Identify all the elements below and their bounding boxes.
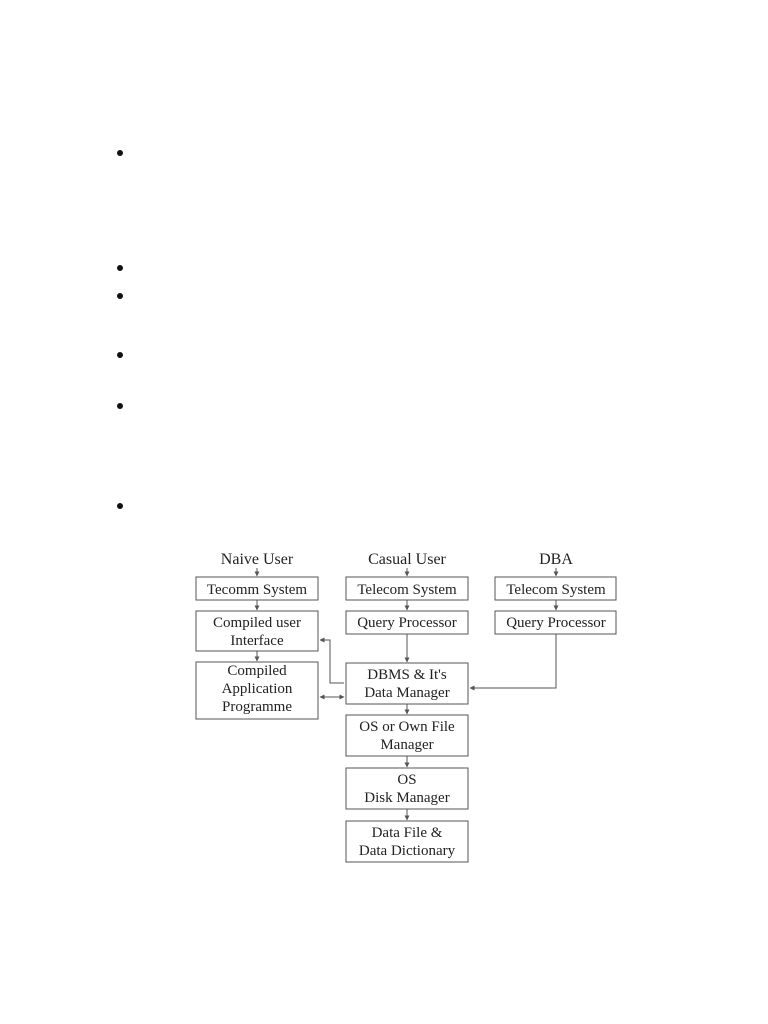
node-query-processor-dba-line-1: Query Processor bbox=[506, 615, 606, 631]
bullet-marker-2 bbox=[117, 265, 123, 271]
edge-query-dba-dbms bbox=[469, 634, 557, 691]
node-tecomm-system: Tecomm System bbox=[195, 576, 319, 601]
node-os-disk-manager-line-2: Disk Manager bbox=[364, 790, 449, 806]
bullet-marker-3 bbox=[117, 293, 123, 299]
node-compiled-user-interface-line-2: Interface bbox=[230, 633, 284, 649]
node-telecom-system-dba: Telecom System bbox=[494, 576, 617, 601]
node-os-disk-manager-line-1: OS bbox=[397, 772, 416, 788]
node-telecom-system-casual-line-1: Telecom System bbox=[357, 582, 457, 598]
header-casual-user: Casual User bbox=[368, 551, 446, 568]
bullet-marker-5 bbox=[117, 403, 123, 409]
node-os-own-file-manager-line-1: OS or Own File bbox=[359, 719, 455, 735]
node-data-file-dictionary: Data File & Data Dictionary bbox=[345, 820, 469, 863]
header-naive-user: Naive User bbox=[221, 551, 294, 568]
node-compiled-user-interface: Compiled user Interface bbox=[195, 610, 319, 652]
bullet-marker-4 bbox=[117, 352, 123, 358]
node-telecom-system-dba-line-1: Telecom System bbox=[506, 582, 606, 598]
edge-dbms-compiled-ui bbox=[319, 637, 344, 684]
bullet-marker-6 bbox=[117, 503, 123, 509]
node-tecomm-system-line-1: Tecomm System bbox=[207, 582, 308, 598]
node-compiled-application-programme-line-2: Application bbox=[222, 681, 293, 697]
node-query-processor-casual: Query Processor bbox=[345, 610, 469, 635]
node-telecom-system-casual: Telecom System bbox=[345, 576, 469, 601]
node-os-own-file-manager: OS or Own File Manager bbox=[345, 714, 469, 757]
node-dbms-data-manager: DBMS & It's Data Manager bbox=[345, 662, 469, 705]
node-data-file-dictionary-line-2: Data Dictionary bbox=[359, 843, 456, 859]
bullet-marker-1 bbox=[117, 150, 123, 156]
node-compiled-application-programme-line-1: Compiled bbox=[227, 663, 287, 679]
node-compiled-application-programme: Compiled Application Programme bbox=[195, 661, 319, 720]
node-compiled-application-programme-line-3: Programme bbox=[222, 699, 292, 715]
header-dba: DBA bbox=[539, 551, 573, 568]
node-dbms-data-manager-line-2: Data Manager bbox=[364, 685, 449, 701]
node-dbms-data-manager-line-1: DBMS & It's bbox=[367, 667, 447, 683]
node-query-processor-casual-line-1: Query Processor bbox=[357, 615, 457, 631]
node-data-file-dictionary-line-1: Data File & bbox=[372, 825, 443, 841]
node-query-processor-dba: Query Processor bbox=[494, 610, 617, 635]
node-os-disk-manager: OS Disk Manager bbox=[345, 767, 469, 810]
node-os-own-file-manager-line-2: Manager bbox=[380, 737, 433, 753]
node-compiled-user-interface-line-1: Compiled user bbox=[213, 615, 301, 631]
